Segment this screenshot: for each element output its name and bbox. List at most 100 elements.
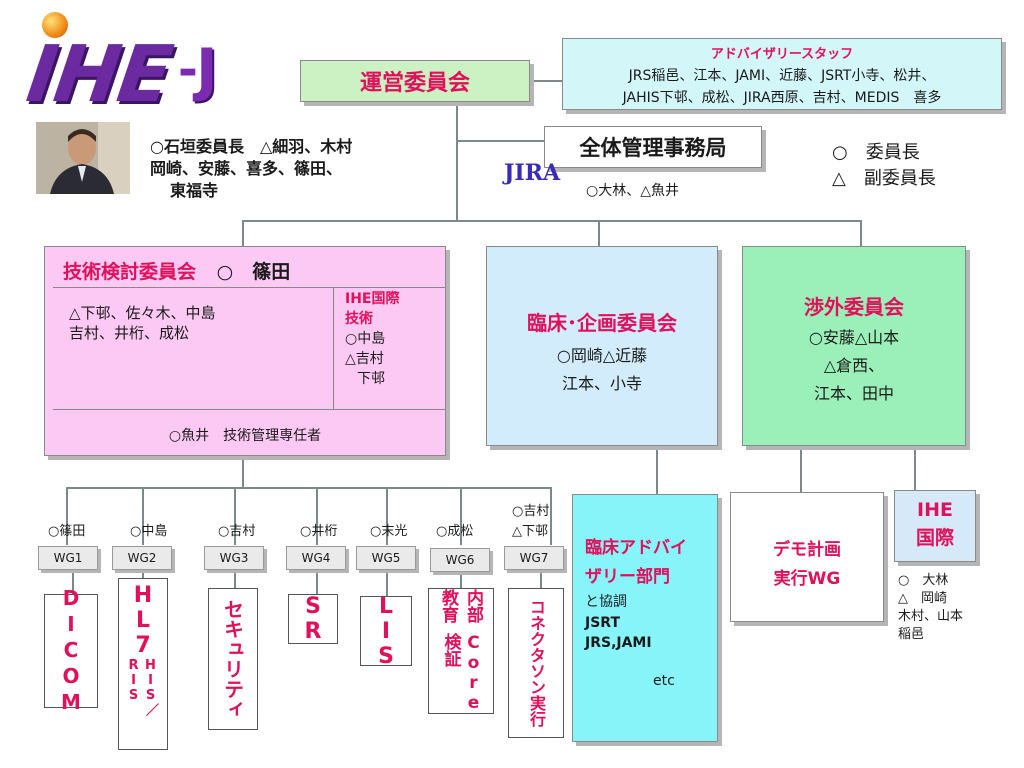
wg4-leader: ○井桁: [300, 524, 338, 539]
wg6-box[interactable]: WG6: [430, 548, 490, 572]
wg1-box[interactable]: WG1: [38, 546, 98, 570]
members-line2: 岡崎、安藤、喜多、篠田、: [150, 159, 343, 178]
connector: [860, 220, 862, 246]
tech-title-text: 技術検討委員会: [63, 261, 197, 283]
legend-vice: △ 副委員長: [832, 168, 936, 189]
management-office-box[interactable]: 全体管理事務局: [544, 126, 762, 168]
tech-intl-title1: IHE国際: [345, 291, 400, 307]
clinical-committee-box[interactable]: 臨床･企画委員会 ○岡崎△近藤 江本、小寺: [486, 246, 718, 446]
wg3-leader: ○吉村: [218, 524, 256, 539]
wg3-topic-security[interactable]: セキュリティ: [208, 588, 258, 730]
connector: [800, 446, 802, 492]
tech-footer: ○魚井 技術管理専任者: [168, 428, 322, 444]
logo-dash: -: [178, 42, 198, 98]
chairman-photo: [36, 122, 130, 194]
connector: [460, 487, 462, 545]
intl-line2: △ 岡崎: [898, 591, 947, 606]
external-line1: ○安藤△山本: [808, 328, 900, 347]
tech-intl-1: ○中島: [345, 331, 386, 347]
tech-intl-3: 下邨: [357, 371, 385, 387]
connector: [234, 570, 236, 588]
advisory-line2: JAHIS下邨、成松、JIRA西原、吉村、MEDIS 喜多: [622, 90, 942, 106]
connector: [540, 570, 542, 588]
demo-line1: デモ計画: [773, 540, 841, 560]
management-office-label: 全体管理事務局: [579, 136, 727, 160]
logo-orb-icon: [42, 12, 68, 38]
tech-members: △下邨、佐々木、中島 吉村、井桁、成松: [69, 303, 216, 343]
divider: [53, 287, 445, 288]
connector: [456, 100, 458, 220]
tech-members-line2: 吉村、井桁、成松: [69, 324, 190, 342]
divider: [333, 287, 334, 409]
connector: [386, 487, 388, 545]
clinical-adv-title1: 臨床アドバイ: [585, 538, 687, 558]
wg1-topic-dicom[interactable]: DICOM: [44, 586, 98, 716]
wg5-topic-lis[interactable]: LIS: [360, 594, 412, 669]
clinical-adv-line3: JRS,JAMI: [585, 635, 652, 651]
intl-line4: 稲邑: [898, 627, 925, 642]
logo-j: J: [196, 36, 218, 104]
clinical-title: 臨床･企画委員会: [527, 311, 677, 335]
office-staff: ○大林、△魚井: [586, 183, 679, 199]
wg7-leader: ○吉村: [512, 504, 550, 519]
connector: [550, 487, 552, 545]
steering-committee-label: 運営委員会: [359, 71, 470, 96]
tech-title: 技術検討委員会 ○ 篠田: [63, 257, 290, 284]
wg6-topic-b: Core検証: [440, 633, 484, 713]
connector: [386, 570, 388, 596]
ihe-intl-box[interactable]: IHE 国際: [894, 490, 976, 562]
connector: [66, 487, 68, 545]
clinical-adv-line1: と協調: [585, 594, 627, 610]
clinical-line1: ○岡崎△近藤: [556, 346, 648, 365]
tech-intl: IHE国際 技術 ○中島 △吉村 下邨: [345, 289, 400, 389]
connector: [72, 570, 74, 594]
tech-members-line1: △下邨、佐々木、中島: [69, 304, 216, 322]
advisory-staff-box[interactable]: アドバイザリースタッフ JRS稲邑、江本、JAMI、近藤、JSRT小寺、松井、 …: [562, 38, 1002, 110]
external-line3: 江本、田中: [813, 384, 894, 403]
tech-intl-title2: 技術: [345, 311, 373, 327]
wg2-box[interactable]: WG2: [112, 546, 172, 570]
wg5-box[interactable]: WG5: [356, 546, 416, 570]
connector: [914, 446, 916, 490]
tech-committee-box[interactable]: 技術検討委員会 ○ 篠田 △下邨、佐々木、中島 吉村、井桁、成松 IHE国際 技…: [44, 246, 446, 456]
wg1-leader: ○篠田: [48, 524, 86, 539]
connector: [66, 487, 552, 489]
steering-members: ○石垣委員長 △細羽、木村 岡崎、安藤、喜多、篠田、 東福寺: [150, 136, 352, 202]
external-committee-box[interactable]: 渉外委員会 ○安藤△山本 △倉西、 江本、田中: [742, 246, 966, 446]
clinical-adv-title2: ザリー部門: [585, 567, 670, 587]
intl-members: ○ 大林 △ 岡崎 木村、山本 稲邑: [898, 572, 963, 644]
external-title: 渉外委員会: [804, 295, 904, 319]
advisory-line1: JRS稲邑、江本、JAMI、近藤、JSRT小寺、松井、: [628, 68, 936, 84]
legend: ○ 委員長 △ 副委員長: [832, 140, 936, 192]
demo-line2: 実行WG: [773, 569, 841, 589]
clinical-adv-etc: etc: [653, 673, 675, 689]
wg7-topic-connectathon[interactable]: コネクタソン実行: [508, 588, 564, 738]
clinical-advisory-box[interactable]: 臨床アドバイ ザリー部門 と協調 JSRT JRS,JAMI etc: [572, 494, 718, 742]
connector: [656, 446, 658, 494]
connector: [142, 487, 144, 545]
connector: [234, 487, 236, 545]
wg2-topic-hl7[interactable]: HL7 HIS／RIS: [118, 578, 168, 750]
connector: [242, 220, 862, 222]
wg2-topic-main: HL7: [130, 583, 156, 658]
connector: [316, 570, 318, 594]
connector: [460, 574, 462, 588]
wg3-box[interactable]: WG3: [204, 546, 264, 570]
wg6-topic[interactable]: 内部教育 Core検証: [428, 588, 494, 714]
connector: [142, 570, 144, 578]
steering-committee-box[interactable]: 運営委員会: [300, 60, 530, 102]
clinical-adv-line2: JSRT: [585, 615, 620, 631]
wg4-box[interactable]: WG4: [286, 546, 346, 570]
wg7-box[interactable]: WG7: [504, 546, 564, 570]
members-line1: ○石垣委員長 △細羽、木村: [150, 137, 353, 156]
wg6-leader: ○成松: [436, 524, 474, 539]
wg2-leader: ○中島: [130, 524, 168, 539]
tech-intl-2: △吉村: [345, 351, 384, 367]
clinical-line2: 江本、小寺: [561, 374, 642, 393]
wg6-topic-a: 内部教育: [438, 589, 483, 623]
wg4-topic-sr[interactable]: SR: [288, 594, 338, 644]
intl-title1: IHE: [917, 499, 953, 521]
ihe-logo: IHE: [21, 30, 176, 120]
tech-chair: ○ 篠田: [216, 261, 291, 283]
demo-wg-box[interactable]: デモ計画 実行WG: [730, 492, 884, 622]
